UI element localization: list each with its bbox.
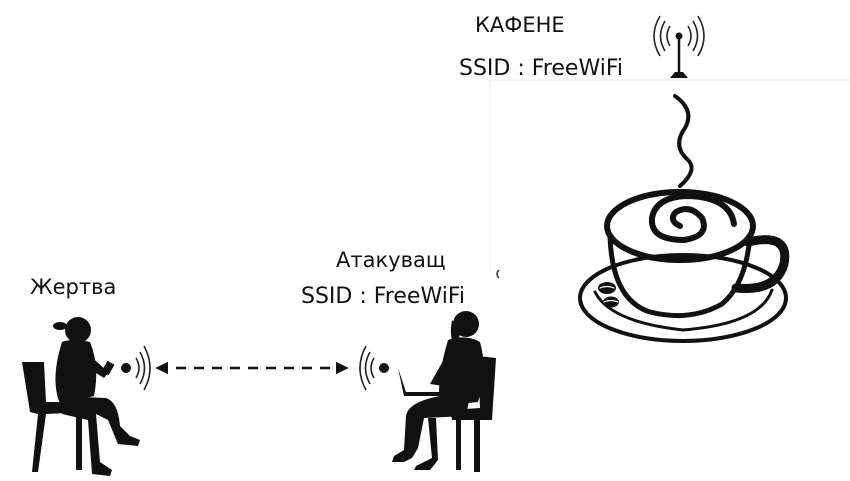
cafe-label: КАФЕНЕ — [475, 13, 565, 37]
coffee-cup-icon — [578, 94, 790, 343]
person-laptop-icon — [392, 311, 496, 472]
cafe-ssid-label: SSID : FreeWiFi — [459, 56, 623, 81]
victim-signal-icon — [121, 345, 151, 391]
cafe-area-outline — [489, 79, 850, 270]
attacker-signal-fragment-icon — [496, 269, 500, 279]
attacker-label: Атакуващ — [336, 248, 446, 272]
attacker-signal-icon — [359, 345, 389, 391]
victim-label: Жертва — [30, 275, 117, 299]
attacker-ssid-label: SSID : FreeWiFi — [301, 284, 465, 309]
access-point-tower-icon — [653, 15, 705, 78]
person-phone-icon — [22, 317, 140, 476]
